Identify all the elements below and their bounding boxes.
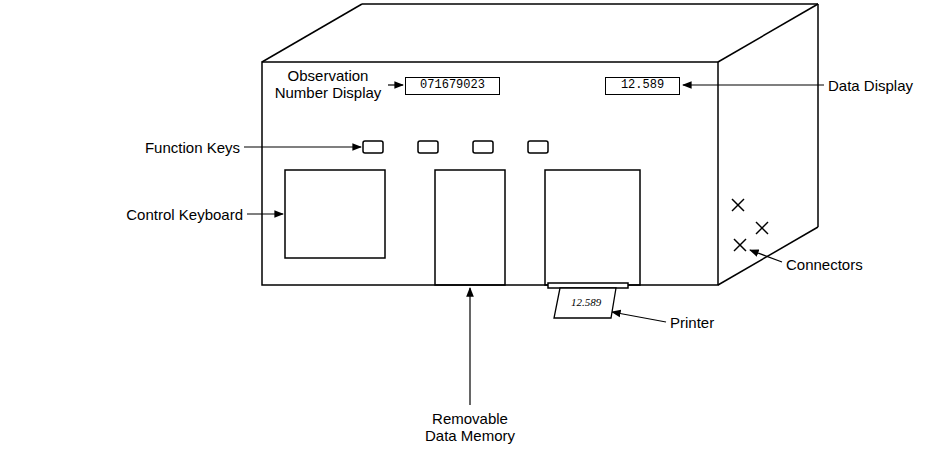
callout-label: Removable Data Memory — [415, 410, 525, 444]
connector-mark — [732, 199, 744, 211]
observation-number-display: 071679023 — [405, 77, 500, 95]
leader-arrow — [750, 250, 782, 262]
function-key — [473, 141, 493, 153]
callout-label: Control Keyboard — [100, 206, 243, 223]
paper-sheet — [554, 288, 616, 318]
function-key — [418, 141, 438, 153]
housing-edge — [262, 4, 362, 62]
housing-edge — [362, 3, 818, 5]
callout-label: Printer — [670, 314, 714, 331]
housing-edge — [817, 4, 819, 227]
data-display: 12.589 — [605, 77, 680, 95]
printer-slot — [548, 283, 628, 288]
callout-label: Data Display — [828, 77, 913, 94]
function-key — [363, 141, 383, 153]
printout-paper: 12.589 — [556, 288, 616, 318]
callout-label: Observation Number Display — [268, 67, 388, 101]
leader-arrow — [683, 84, 824, 85]
function-key — [528, 141, 548, 153]
connector-mark — [756, 222, 768, 234]
display-readout: 12.589 — [621, 78, 664, 92]
callout-label: Connectors — [786, 256, 863, 273]
display-readout: 071679023 — [420, 78, 485, 92]
callout-label: Function Keys — [120, 139, 240, 156]
printed-value: 12.589 — [571, 296, 601, 309]
leader-arrow — [247, 213, 283, 214]
leader-arrow — [388, 84, 403, 85]
leader-arrow — [244, 146, 361, 147]
control-keyboard — [285, 170, 385, 258]
printer-panel — [545, 170, 640, 285]
connector-mark — [734, 239, 746, 251]
memory-slot — [435, 170, 505, 285]
front-face — [262, 62, 718, 285]
housing-edge — [718, 4, 818, 62]
leader-arrow — [612, 312, 666, 322]
leader-arrow — [469, 288, 470, 405]
